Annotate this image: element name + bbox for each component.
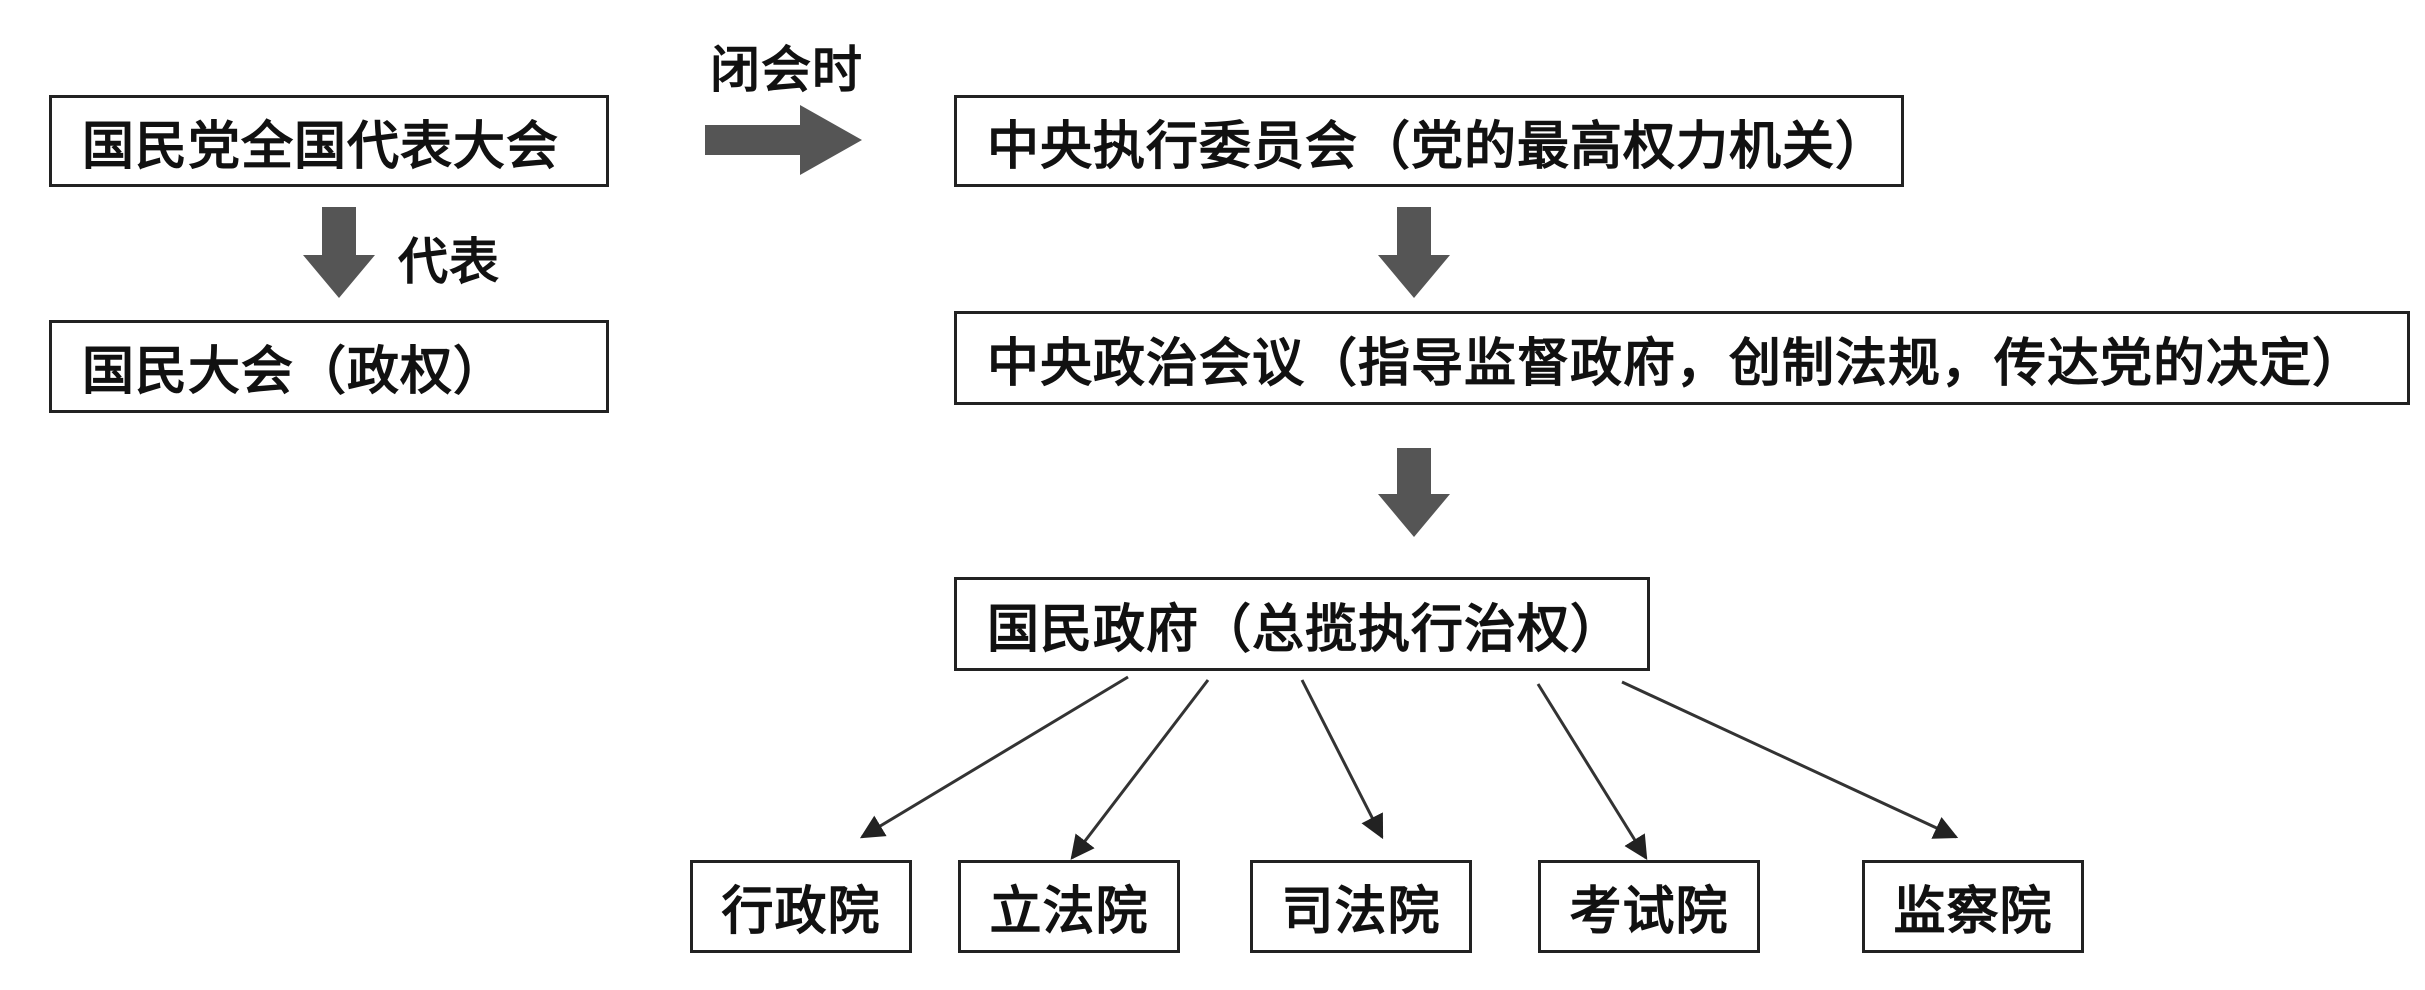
arrow-to-executive-yuan — [859, 675, 1129, 839]
node-central-executive: 中央执行委员会（党的最高权力机关） — [954, 95, 1904, 187]
node-national-assembly-label: 国民大会（政权） — [82, 342, 507, 402]
node-control-yuan: 监察院 — [1862, 860, 2084, 953]
node-party-congress-label: 国民党全国代表大会 — [82, 116, 560, 177]
node-national-government: 国民政府（总揽执行治权） — [954, 577, 1650, 671]
node-party-congress: 国民党全国代表大会 — [49, 95, 609, 187]
node-control-yuan-label: 监察院 — [1893, 882, 2053, 942]
node-legislative-yuan: 立法院 — [958, 860, 1180, 953]
node-examination-yuan: 考试院 — [1538, 860, 1760, 953]
arrow-to-examination-yuan — [1536, 683, 1648, 861]
edge-label-recess: 闭会时 — [710, 41, 863, 99]
arrow-to-control-yuan — [1621, 680, 1959, 839]
node-judicial-yuan-label: 司法院 — [1281, 882, 1441, 942]
node-judicial-yuan: 司法院 — [1250, 860, 1472, 953]
node-central-political: 中央政治会议（指导监督政府，创制法规，传达党的决定） — [954, 311, 2410, 405]
node-executive-yuan: 行政院 — [690, 860, 912, 953]
node-examination-yuan-label: 考试院 — [1569, 882, 1729, 942]
arrow-down-represents — [303, 207, 375, 298]
node-national-assembly: 国民大会（政权） — [49, 320, 609, 413]
node-legislative-yuan-label: 立法院 — [989, 882, 1149, 942]
node-central-political-label: 中央政治会议（指导监督政府，创制法规，传达党的决定） — [987, 333, 2366, 394]
arrow-to-legislative-yuan — [1070, 679, 1210, 860]
arrow-right-recess — [705, 105, 862, 175]
arrow-to-judicial-yuan — [1300, 679, 1384, 840]
arrow-down-executive-to-political — [1378, 207, 1450, 298]
node-central-executive-label: 中央执行委员会（党的最高权力机关） — [987, 116, 1889, 177]
edge-label-represents: 代表 — [398, 233, 500, 291]
node-executive-yuan-label: 行政院 — [721, 882, 881, 942]
node-national-government-label: 国民政府（总揽执行治权） — [987, 599, 1624, 660]
arrow-down-political-to-government — [1378, 448, 1450, 537]
